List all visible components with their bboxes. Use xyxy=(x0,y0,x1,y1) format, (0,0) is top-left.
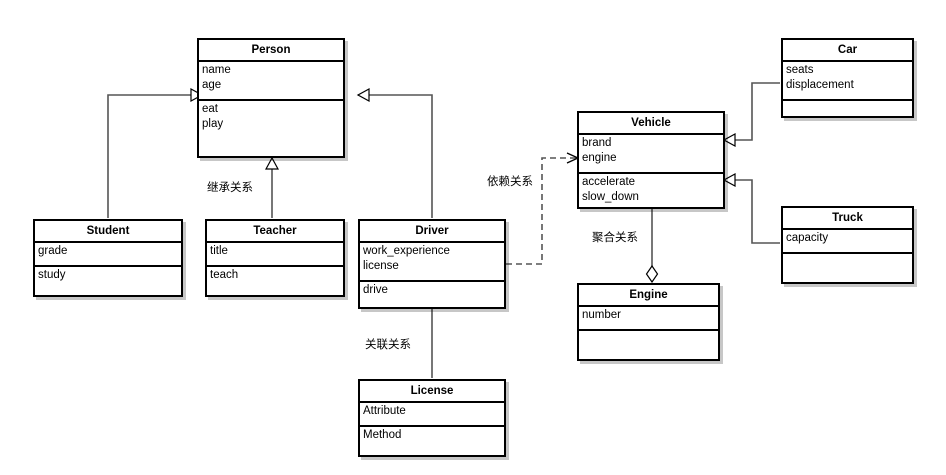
attribute-row: displacement xyxy=(786,79,854,91)
class-operations-car xyxy=(783,101,912,103)
edge-label-association: 关联关系 xyxy=(365,339,411,351)
operation-row: drive xyxy=(363,284,388,296)
edge-truck-vehicle xyxy=(724,180,780,244)
class-truck[interactable]: Truck capacity xyxy=(781,206,914,284)
class-vehicle[interactable]: Vehicle brand engine accelerate slow_dow… xyxy=(577,111,725,209)
class-name-truck: Truck xyxy=(783,208,912,230)
class-attributes-truck: capacity xyxy=(783,230,912,254)
class-attributes-car: seats displacement xyxy=(783,62,912,101)
class-engine[interactable]: Engine number xyxy=(577,283,720,361)
operation-row: Method xyxy=(363,429,402,441)
class-operations-student: study xyxy=(35,267,181,284)
edge-student-person xyxy=(107,95,202,218)
attribute-row: name xyxy=(202,64,231,76)
class-operations-person: eat play xyxy=(199,101,343,133)
attribute-row: license xyxy=(363,260,399,272)
edge-label-aggregation: 聚合关系 xyxy=(592,232,638,244)
attribute-row: capacity xyxy=(786,232,829,244)
class-teacher[interactable]: Teacher title teach xyxy=(205,219,345,297)
class-name-engine: Engine xyxy=(579,285,718,307)
class-operations-truck xyxy=(783,254,912,256)
attribute-row: engine xyxy=(582,152,617,164)
edge-driver-person xyxy=(358,95,433,218)
attribute-row: grade xyxy=(38,245,68,257)
class-attributes-teacher: title xyxy=(207,243,343,267)
class-student[interactable]: Student grade study xyxy=(33,219,183,297)
operation-row: accelerate xyxy=(582,176,636,188)
class-name-teacher: Teacher xyxy=(207,221,343,243)
class-car[interactable]: Car seats displacement xyxy=(781,38,914,118)
edge-label-dependency: 依赖关系 xyxy=(487,176,533,188)
class-attributes-student: grade xyxy=(35,243,181,267)
attribute-row: Attribute xyxy=(363,405,406,417)
class-person[interactable]: Person name age eat play xyxy=(197,38,345,158)
class-attributes-driver: work_experience license xyxy=(360,243,504,282)
class-operations-engine xyxy=(579,331,718,333)
operation-row: teach xyxy=(210,269,239,281)
operation-row: slow_down xyxy=(582,191,639,203)
class-attributes-engine: number xyxy=(579,307,718,331)
class-name-student: Student xyxy=(35,221,181,243)
class-name-driver: Driver xyxy=(360,221,504,243)
attribute-row: work_experience xyxy=(363,245,450,257)
class-attributes-license: Attribute xyxy=(360,403,504,427)
class-name-car: Car xyxy=(783,40,912,62)
class-license[interactable]: License Attribute Method xyxy=(358,379,506,457)
class-operations-vehicle: accelerate slow_down xyxy=(579,174,723,206)
operation-row: play xyxy=(202,118,224,130)
class-driver[interactable]: Driver work_experience license drive xyxy=(358,219,506,309)
attribute-row: brand xyxy=(582,137,612,149)
attribute-row: age xyxy=(202,79,222,91)
operation-row: study xyxy=(38,269,66,281)
operation-row: eat xyxy=(202,103,218,115)
edge-label-inheritance: 继承关系 xyxy=(207,182,253,194)
class-operations-teacher: teach xyxy=(207,267,343,284)
class-attributes-vehicle: brand engine xyxy=(579,135,723,174)
class-name-vehicle: Vehicle xyxy=(579,113,723,135)
class-name-person: Person xyxy=(199,40,343,62)
class-operations-license: Method xyxy=(360,427,504,444)
class-name-license: License xyxy=(360,381,504,403)
attribute-row: title xyxy=(210,245,228,257)
edge-car-vehicle xyxy=(724,82,780,140)
edge-driver-vehicle-dependency xyxy=(506,152,580,265)
attribute-row: number xyxy=(582,309,621,321)
class-attributes-person: name age xyxy=(199,62,343,101)
class-operations-driver: drive xyxy=(360,282,504,299)
attribute-row: seats xyxy=(786,64,814,76)
